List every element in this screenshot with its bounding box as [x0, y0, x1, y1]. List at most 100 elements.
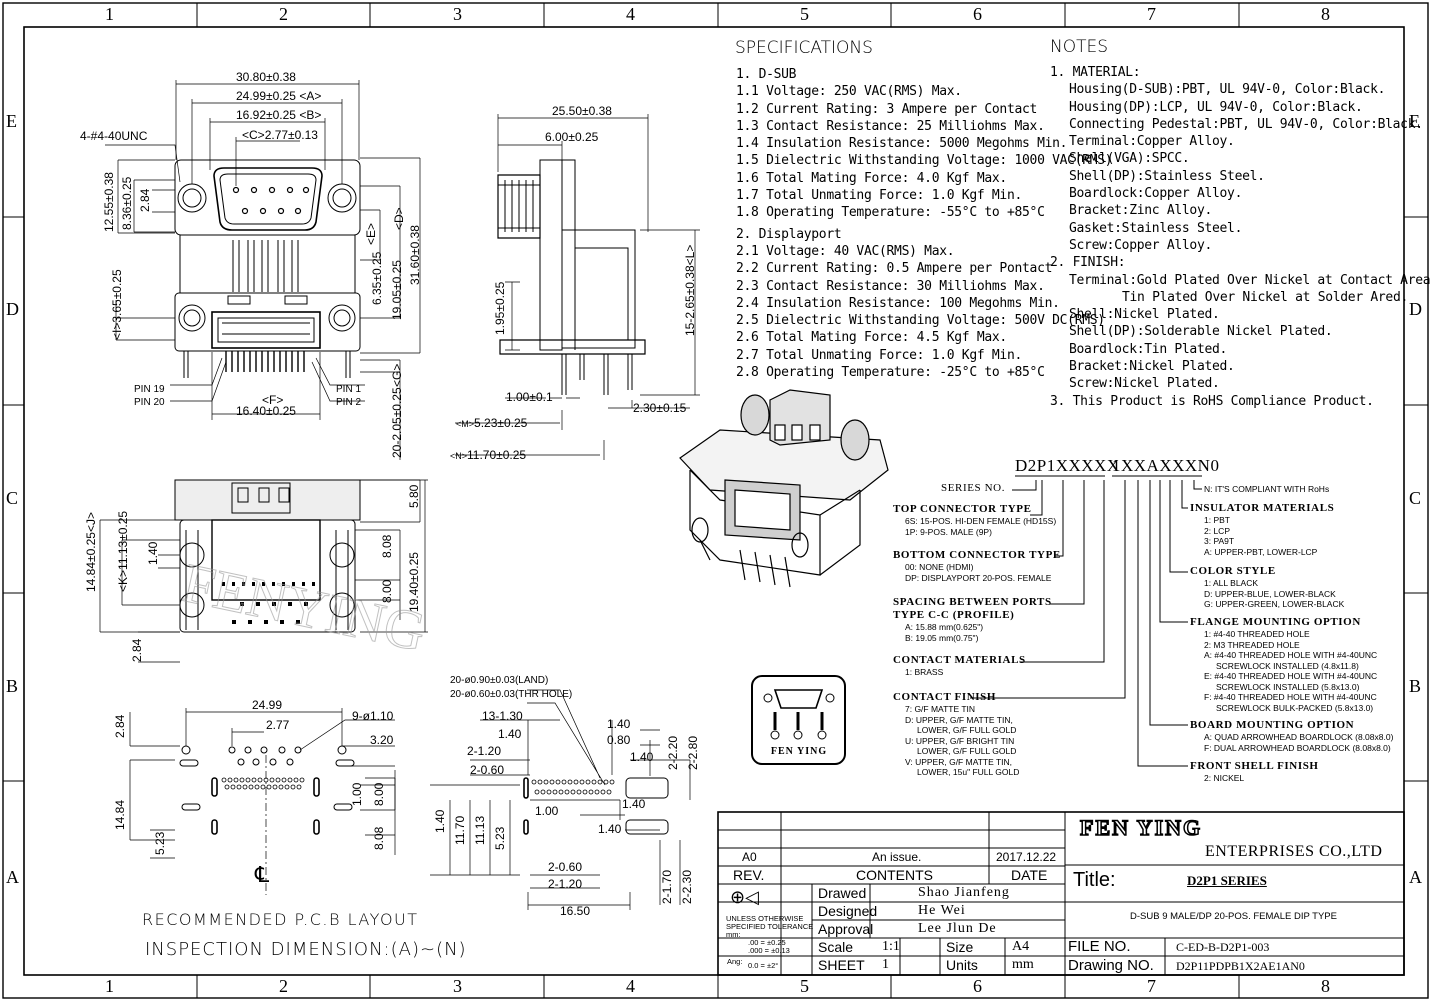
- pcb-dim-b: 2.77: [266, 718, 290, 732]
- sheet-value: 1: [882, 957, 889, 972]
- option-item: 00: NONE (HDMI): [905, 562, 974, 572]
- drawed-name: Shao Jianfeng: [918, 885, 1010, 900]
- note-item: Terminal:Copper Alloy.: [1069, 134, 1235, 150]
- dim-overall-width: 30.80±0.38: [236, 70, 296, 84]
- option-item: 3: PA9T: [1204, 536, 1235, 546]
- row-label: B: [1409, 676, 1422, 696]
- bottom-dim-c: 1.40: [146, 541, 160, 565]
- pcb-dim-m: 13-1.30: [482, 709, 523, 723]
- pcb-hole-callout: 20-ø0.60±0.03(THR HOLE): [450, 689, 573, 700]
- column-label: 2: [279, 976, 288, 996]
- pcb-dim-o: 2-1.20: [467, 744, 502, 758]
- pin1-label: PIN 1: [336, 384, 362, 395]
- option-item: 2: LCP: [1204, 525, 1230, 536]
- option-item: 1: PBT: [1204, 515, 1230, 525]
- side-dim-c: 1.95±0.25: [493, 281, 507, 335]
- pcb-dim-f: 1.00: [350, 782, 364, 806]
- row-label: C: [6, 488, 19, 508]
- sheet-label: SHEET: [818, 957, 865, 973]
- isometric-view: [679, 389, 889, 588]
- bottom-dim-g: 19.40±0.25: [407, 552, 421, 612]
- option-item: V: UPPER, G/F MATTE TIN,: [905, 756, 1013, 767]
- side-dim-b: 6.00±0.25: [545, 130, 599, 144]
- designed-name: He Wei: [918, 903, 966, 918]
- dim-v2: 8.36±0.25: [120, 176, 134, 230]
- specifications-title: SPECIFICATIONS: [735, 38, 873, 58]
- dim-a-tag: <A>: [299, 89, 322, 103]
- pcb-dim-h: 14.84: [113, 799, 127, 830]
- option-item: SCREWLOCK INSTALLED (5.8x13.0): [1216, 681, 1360, 692]
- size-value: A4: [1012, 939, 1030, 954]
- spec-item: 1.4 Insulation Resistance: 5000 Megohms …: [736, 136, 1068, 152]
- column-label: 6: [973, 976, 982, 996]
- dim-r5: 31.60±0.38: [408, 225, 422, 285]
- part-code-prefix: D2P1XXXXX: [1015, 456, 1120, 475]
- header-date: DATE: [1011, 867, 1048, 883]
- option-group-heading: TOP CONNECTOR TYPE: [893, 503, 1032, 515]
- pin19-label: PIN 19: [134, 384, 165, 395]
- pcb-dim-g: 8.00: [372, 782, 386, 806]
- column-label: 3: [453, 4, 462, 24]
- dim-v3: 2.84: [138, 188, 152, 212]
- row-label: E: [1409, 111, 1420, 131]
- row-label: D: [1409, 299, 1422, 319]
- column-label: 4: [626, 976, 635, 996]
- spec-item: 2.1 Voltage: 40 VAC(RMS) Max.: [736, 243, 955, 259]
- option-item: SCREWLOCK INSTALLED (4.8x11.8): [1216, 660, 1359, 671]
- pcb-land-callout: 20-ø0.90±0.03(LAND): [450, 675, 549, 686]
- pcb-dim-v: 1.00: [535, 804, 559, 818]
- dim-i-tag: <I>: [110, 322, 124, 340]
- dim-b-value: 16.92±0.25: [236, 108, 296, 122]
- pcb-dim-q: 1.40: [607, 717, 631, 731]
- drawing-description: D-SUB 9 MALE/DP 20-POS. FEMALE DIP TYPE: [1130, 911, 1337, 922]
- dim-f-tag: <F>: [262, 393, 284, 407]
- pcb-dim-c: 9-ø1.10: [352, 709, 394, 723]
- column-label: 6: [973, 4, 982, 24]
- dim-c-tag: <C>: [242, 128, 265, 142]
- bottom-dim-e: 8.08: [380, 534, 394, 558]
- side-dim-a: 25.50±0.38: [552, 104, 612, 118]
- note-item: Shell:Nickel Plated.: [1069, 307, 1220, 323]
- pcb-dim-e: 2.84: [113, 714, 127, 738]
- projection-symbol-icon: ⊕◁: [730, 887, 759, 907]
- dim-b: 16.92±0.25 <B>: [236, 108, 321, 122]
- note-item: Connecting Pedestal:PBT, UL 94V-0, Color…: [1069, 116, 1423, 132]
- tol-line-1: UNLESS OTHERWISE: [726, 914, 804, 923]
- column-label: 3: [453, 976, 462, 996]
- option-item: LOWER, G/F FULL GOLD: [917, 746, 1017, 756]
- pcb-dim-aa: 1.40: [433, 809, 447, 833]
- option-item: D: UPPER, G/F MATTE TIN,: [905, 714, 1013, 725]
- pcb-layout: [179, 745, 669, 835]
- note-item: Tin Plated Over Nickel at Solder Ared.: [1122, 289, 1409, 305]
- note-item: Shell(DP):Solderable Nickel Plated.: [1069, 324, 1333, 340]
- size-label: Size: [946, 939, 974, 955]
- column-label: 2: [279, 4, 288, 24]
- side-dim-n: <N>11.70±0.25: [450, 448, 526, 462]
- option-group-subheading: TYPE C-C (PROFILE): [893, 609, 1015, 621]
- pcb-dim-n: 1.40: [498, 727, 522, 741]
- spec-section-heading: 2. Displayport: [736, 226, 842, 242]
- pcb-dim-bb: 2-0.60: [548, 860, 583, 874]
- title-block-grid: [717, 811, 1405, 976]
- option-item: SCREWLOCK BULK-PACKED (5.8x13.0): [1216, 702, 1374, 713]
- company-logo-text: FEN YING: [1079, 814, 1203, 841]
- row-label: E: [6, 111, 17, 131]
- option-group-heading: BOTTOM CONNECTOR TYPE: [893, 549, 1061, 561]
- option-group-heading: CONTACT MATERIALS: [893, 654, 1026, 666]
- note-item: Bracket:Nickel Plated.: [1069, 359, 1235, 375]
- drawing-title: D2P1 SERIES: [1187, 873, 1267, 888]
- dim-v4-value: 3.65±0.25: [110, 269, 124, 323]
- option-item: A: 15.88 mm(0.625"): [905, 622, 984, 632]
- front-view: [174, 159, 361, 378]
- option-item: F: DUAL ARROWHEAD BOARDLOCK (8.08x8.0): [1204, 742, 1391, 753]
- dim-f: 16.40±0.25: [236, 404, 296, 418]
- spec-item: 2.3 Contact Resistance: 30 Milliohms Max…: [736, 278, 1045, 294]
- dim-r4: 19.05±0.25: [390, 260, 404, 320]
- option-item: 7: G/F MATTE TIN: [905, 704, 976, 714]
